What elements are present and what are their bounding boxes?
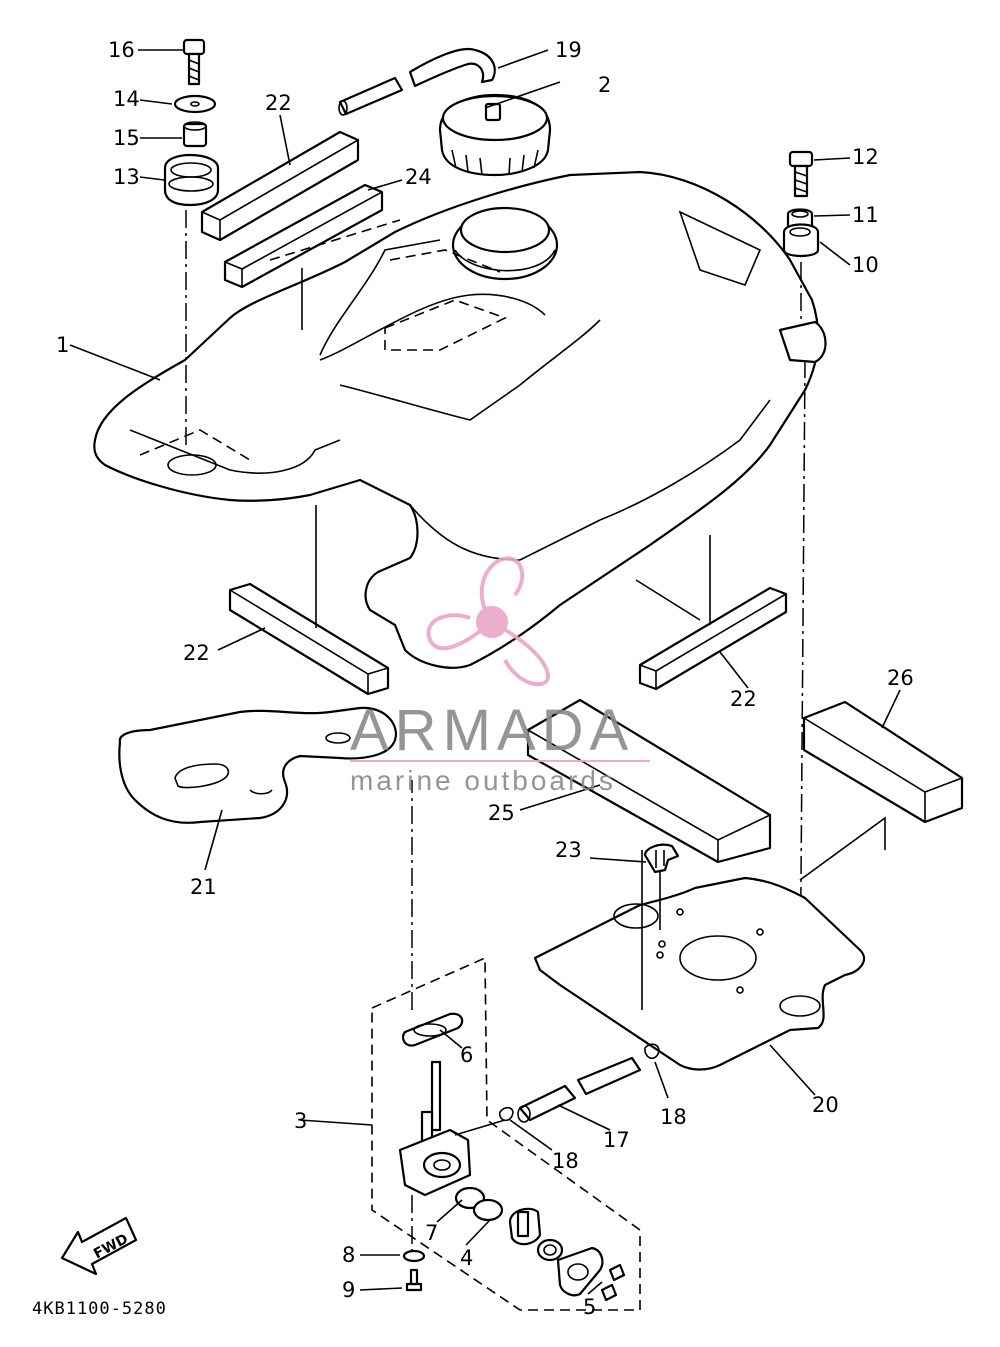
callout-4: 4	[460, 1246, 473, 1270]
pad-22-top	[200, 130, 360, 242]
pad-22-left	[228, 505, 390, 696]
callout-20: 20	[812, 1093, 839, 1117]
callout-26: 26	[887, 666, 914, 690]
callout-5: 5	[583, 1295, 596, 1319]
callout-8: 8	[342, 1243, 355, 1267]
clip-part	[643, 843, 680, 874]
callout-12: 12	[852, 145, 879, 169]
tank-mount-left-hardware	[163, 38, 220, 450]
callout-22-right: 22	[730, 687, 757, 711]
callout-6: 6	[460, 1043, 473, 1067]
callout-24: 24	[405, 165, 432, 189]
callout-19: 19	[555, 38, 582, 62]
propeller-logo-icon	[426, 556, 550, 687]
bracket-plate-part	[533, 816, 886, 1071]
callout-16: 16	[108, 38, 135, 62]
callout-22-top: 22	[265, 91, 292, 115]
callout-23: 23	[555, 838, 582, 862]
fuel-cap-part	[438, 93, 552, 177]
watermark-divider	[350, 760, 650, 762]
leader-lines	[69, 49, 901, 1295]
pad-22-right	[635, 535, 788, 691]
heat-shield-part	[118, 706, 398, 824]
fuel-cock-assembly	[371, 780, 641, 1311]
pad-25	[526, 698, 772, 864]
callout-15: 15	[113, 126, 140, 150]
pad-24	[223, 183, 401, 330]
callout-3: 3	[294, 1109, 307, 1133]
fuel-tank-part	[93, 170, 827, 669]
callout-2: 2	[598, 73, 611, 97]
watermark: ARMADA marine outboards	[350, 556, 650, 796]
callout-18-upper: 18	[660, 1105, 687, 1129]
callout-25: 25	[488, 801, 515, 825]
callout-7: 7	[425, 1221, 438, 1245]
callout-labels: 1 2 3 4 5 6 7 8 9 10 11 12 13 14 15 16 1…	[56, 38, 914, 1319]
part-code: 4KB1100-5280	[32, 1299, 167, 1319]
callout-14: 14	[113, 87, 140, 111]
callout-9: 9	[342, 1278, 355, 1302]
callout-11: 11	[852, 203, 879, 227]
callout-22-left: 22	[183, 641, 210, 665]
pad-26	[802, 700, 964, 824]
callout-1: 1	[56, 333, 69, 357]
callout-18-lower: 18	[552, 1149, 579, 1173]
fuel-hose-part	[498, 1043, 660, 1123]
watermark-brand: ARMADA	[350, 698, 634, 763]
callout-21: 21	[190, 875, 217, 899]
callout-10: 10	[852, 253, 879, 277]
forward-arrow-icon: FWD	[60, 1216, 138, 1276]
callout-13: 13	[113, 165, 140, 189]
watermark-tagline: marine outboards	[350, 765, 616, 796]
callout-17: 17	[603, 1128, 630, 1152]
vent-hose-part	[338, 47, 496, 116]
